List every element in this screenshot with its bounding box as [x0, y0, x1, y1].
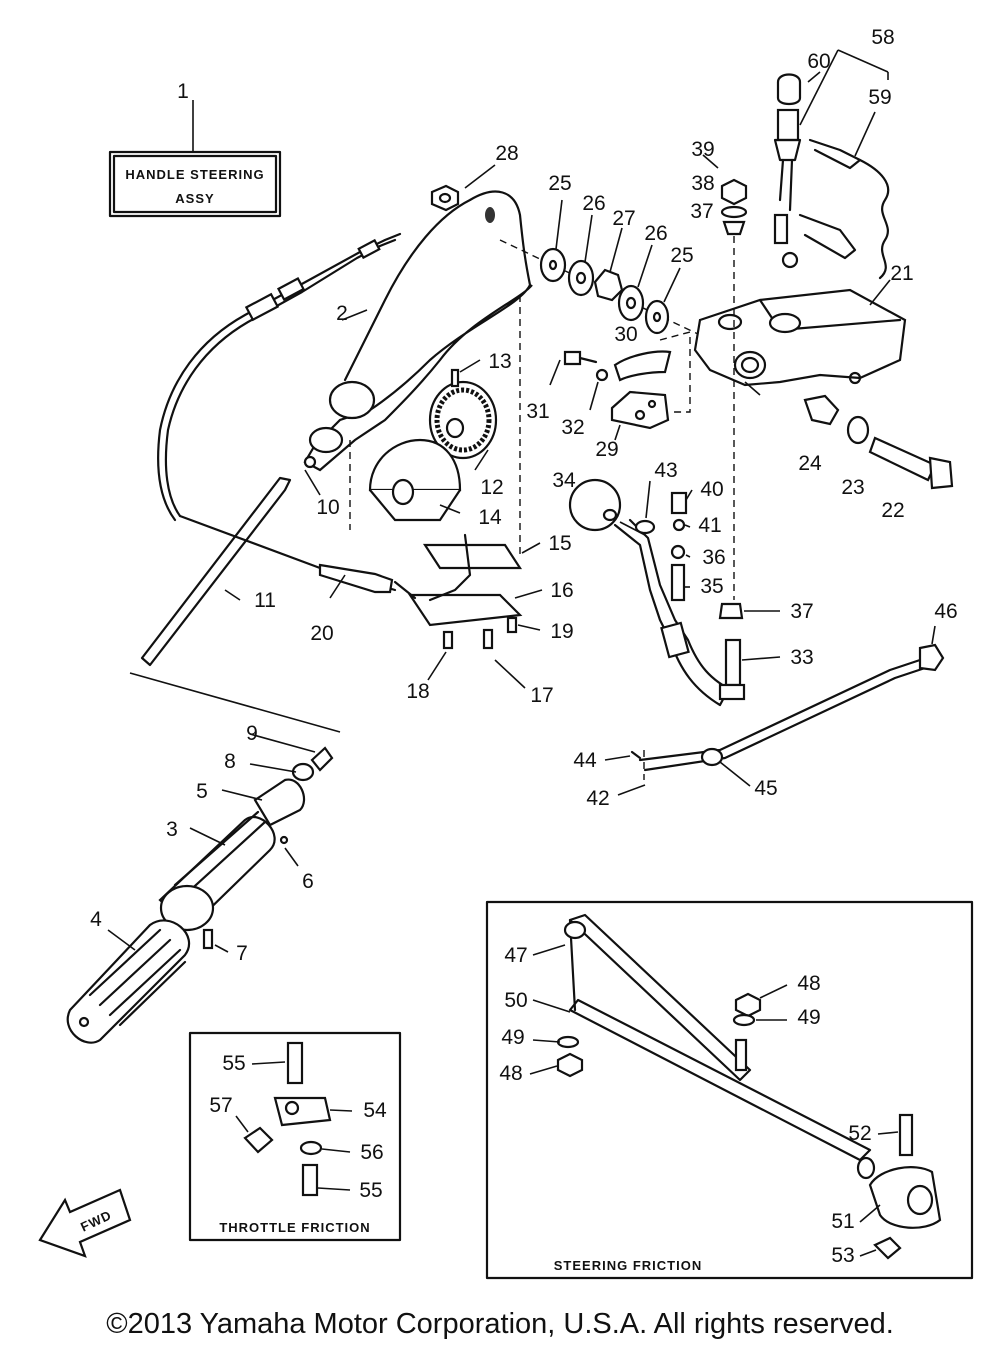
callout-43: 43: [654, 459, 677, 482]
callout-16: 16: [550, 579, 573, 602]
copyright-notice: ©2013 Yamaha Motor Corporation, U.S.A. A…: [106, 1308, 894, 1340]
callout-53: 53: [831, 1244, 854, 1267]
callout-19: 19: [550, 620, 573, 643]
callout-20: 20: [310, 622, 333, 645]
forward-arrow-icon: FWD: [38, 1188, 132, 1258]
callout-30: 30: [614, 323, 637, 346]
callout-50: 50: [504, 989, 527, 1012]
pivot-bolt-22-24: [744, 381, 954, 490]
shift-rod-42-46: [638, 643, 945, 780]
callout-51: 51: [831, 1210, 854, 1233]
callout-58: 58: [871, 26, 894, 49]
callout-34: 34: [552, 469, 576, 492]
callout-3: 3: [166, 818, 178, 841]
callout-52: 52: [848, 1122, 871, 1145]
plate-15-16: [407, 533, 523, 650]
callout-9: 9: [246, 722, 258, 745]
title-line-1: HANDLE STEERING: [125, 167, 264, 182]
callout-36: 36: [702, 546, 725, 569]
callout-15: 15: [548, 532, 571, 555]
bracket-21: [693, 279, 907, 387]
callout-45: 45: [754, 777, 777, 800]
gear-and-cover-12-14: [349, 295, 521, 555]
callout-49b: 49: [501, 1026, 524, 1049]
callout-7: 7: [236, 942, 248, 965]
steering-handle: [303, 190, 533, 472]
callout-54: 54: [363, 1099, 387, 1122]
callout-38: 38: [691, 172, 714, 195]
callout-41: 41: [698, 514, 721, 537]
callout-26b: 26: [644, 222, 667, 245]
callout-31: 31: [526, 400, 549, 423]
callout-17: 17: [530, 684, 553, 707]
callout-40: 40: [700, 478, 723, 501]
callout-22: 22: [881, 499, 904, 522]
title-line-2: ASSY: [175, 191, 214, 206]
callout-47: 47: [504, 944, 527, 967]
callout-39: 39: [691, 138, 714, 161]
callout-11: 11: [254, 589, 276, 612]
callout-13: 13: [488, 350, 511, 373]
callout-leaders: [107, 359, 936, 1257]
callout-12: 12: [480, 476, 503, 499]
callout-23: 23: [841, 476, 864, 499]
throttle-grip-3-9: [66, 746, 334, 1044]
callout-57: 57: [209, 1094, 232, 1117]
callout-28: 28: [495, 142, 518, 165]
stop-switch-assembly: [773, 49, 890, 280]
throttle-friction-title: THROTTLE FRICTION: [219, 1220, 370, 1235]
steering-friction-box: STEERING FRICTION: [485, 900, 974, 1280]
callout-55b: 55: [359, 1179, 382, 1202]
throttle-friction-box: THROTTLE FRICTION: [188, 1031, 402, 1242]
steering-friction-title: STEERING FRICTION: [554, 1258, 702, 1273]
part-callouts: 1 2 3 4 5 6 7 8 9 10 11 12 13 14 15 16 1…: [90, 26, 958, 1267]
callout-18: 18: [406, 680, 429, 703]
callout-32: 32: [561, 416, 584, 439]
callout-49a: 49: [797, 1006, 820, 1029]
callout-55a: 55: [222, 1052, 245, 1075]
callout-35: 35: [700, 575, 723, 598]
washer-stack: [499, 199, 701, 336]
callout-60: 60: [807, 50, 830, 73]
callout-8: 8: [224, 750, 236, 773]
shift-parts-33-44: [619, 491, 746, 760]
callout-10: 10: [316, 496, 339, 519]
callout-44: 44: [573, 749, 597, 772]
callout-48a: 48: [797, 972, 820, 995]
callout-33: 33: [790, 646, 813, 669]
callout-4: 4: [90, 908, 102, 931]
callout-42: 42: [586, 787, 609, 810]
callout-46: 46: [934, 600, 957, 623]
callout-48b: 48: [499, 1062, 522, 1085]
callout-25b: 25: [670, 244, 693, 267]
callout-1: 1: [177, 80, 189, 103]
cam-and-bracket-29-32: [549, 331, 691, 441]
nut-28: [430, 164, 496, 212]
callout-6: 6: [302, 870, 314, 893]
callout-29: 29: [595, 438, 618, 461]
callout-37b: 37: [690, 200, 713, 223]
callout-59: 59: [868, 86, 891, 109]
callout-26a: 26: [582, 192, 605, 215]
throttle-cable-upper: [157, 232, 402, 522]
inner-cable-11-20: [129, 476, 417, 733]
callout-14: 14: [478, 506, 502, 529]
callout-37a: 37: [790, 600, 813, 623]
callout-56: 56: [360, 1141, 383, 1164]
nut-washer-stack-37-39: [702, 154, 748, 600]
callout-21: 21: [890, 262, 913, 285]
callout-2: 2: [336, 302, 348, 325]
handle-steering-assy-label-box: HANDLE STEERING ASSY: [108, 100, 282, 218]
callout-25a: 25: [548, 172, 571, 195]
callout-24: 24: [798, 452, 822, 475]
callout-5: 5: [196, 780, 208, 803]
callout-27: 27: [612, 207, 635, 230]
